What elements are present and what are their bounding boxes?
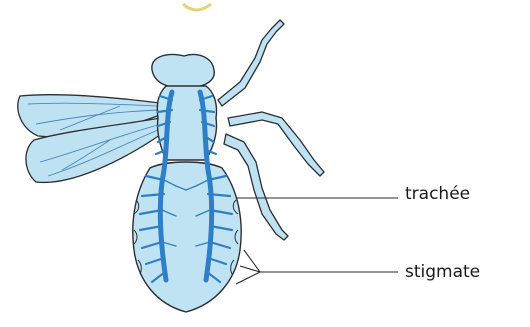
stigmate-leader-line-1 (244, 250, 260, 272)
abdomen (133, 162, 241, 312)
stigmate-leader-line-3 (236, 272, 260, 284)
stigmate-leader-line-2 (240, 266, 260, 272)
head (152, 55, 214, 88)
label-trachee: trachée (405, 186, 470, 203)
leg-front (218, 20, 284, 106)
label-stigmate: stigmate (405, 264, 480, 281)
top-decoration-arc (183, 4, 211, 10)
